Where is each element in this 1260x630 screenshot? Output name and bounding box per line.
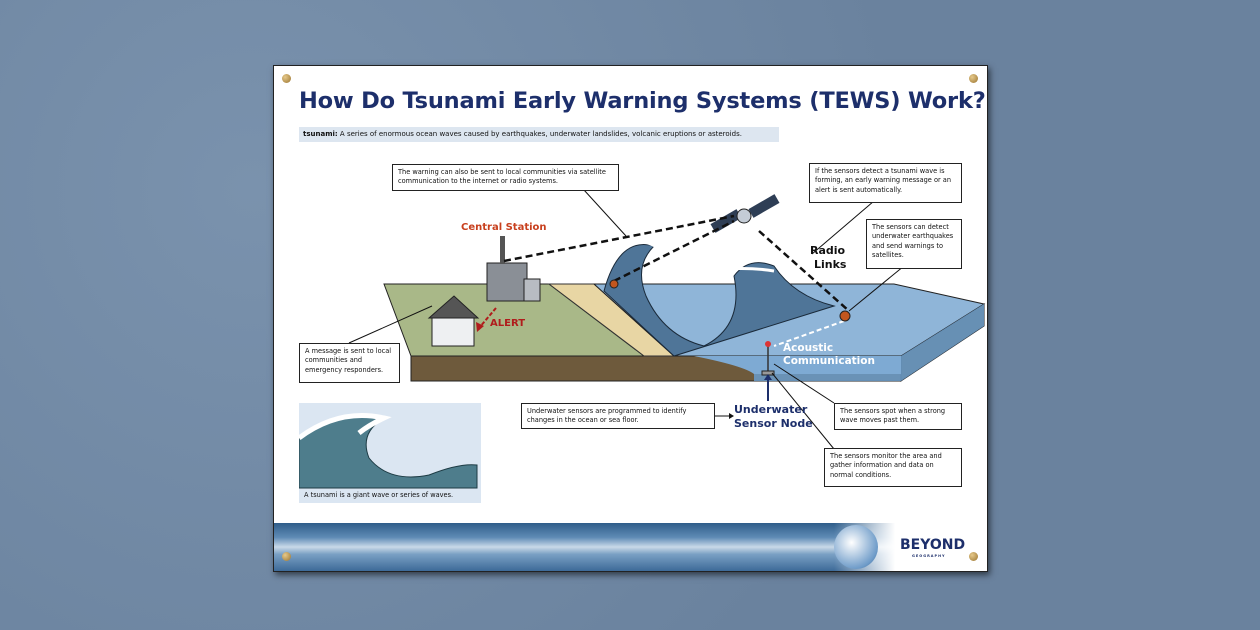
logo-subtext: GEOGRAPHY: [912, 554, 946, 558]
acoustic-label-1: Acoustic: [783, 342, 834, 354]
globe-icon: [834, 525, 878, 569]
poster-title: How Do Tsunami Early Warning Systems (TE…: [299, 88, 986, 114]
tews-diagram: [348, 189, 986, 450]
screw-icon: [969, 74, 978, 83]
definition-text: A series of enormous ocean waves caused …: [337, 130, 742, 138]
callout-satellite-warning: The warning can also be sent to local co…: [392, 164, 619, 191]
tews-poster: How Do Tsunami Early Warning Systems (TE…: [273, 65, 988, 572]
screw-icon: [282, 74, 291, 83]
definition-term: tsunami:: [303, 130, 338, 138]
callout-detect-earthquakes: The sensors can detect underwater earthq…: [866, 219, 962, 269]
screw-icon: [282, 552, 291, 561]
central-station-building: [486, 262, 528, 302]
wave-caption: A tsunami is a giant wave or series of w…: [304, 491, 454, 499]
callout-spot-wave: The sensors spot when a strong wave move…: [834, 403, 962, 430]
buoy-icon: [839, 310, 851, 322]
callout-monitor-area: The sensors monitor the area and gather …: [824, 448, 962, 487]
tsunami-wave-illustration: A tsunami is a giant wave or series of w…: [299, 403, 481, 503]
sensor-node-label-2: Sensor Node: [734, 417, 813, 430]
central-station-label: Central Station: [461, 222, 547, 233]
radio-links-label-1: Radio: [810, 244, 846, 257]
screw-icon: [969, 552, 978, 561]
satellite-icon: [710, 194, 780, 233]
callout-early-warning: If the sensors detect a tsunami wave is …: [809, 163, 962, 203]
callout-programmed: Underwater sensors are programmed to ide…: [521, 403, 715, 429]
logo-text: BEYOND: [900, 537, 966, 553]
antenna-icon: [500, 236, 505, 264]
sensor-node-label-1: Underwater: [734, 403, 808, 416]
buoy-icon: [609, 279, 619, 289]
acoustic-label-2: Communication: [783, 355, 875, 367]
radio-links-label-2: Links: [814, 258, 847, 271]
alert-label: ALERT: [490, 318, 526, 329]
callout-message-sent: A message is sent to local communities a…: [299, 343, 400, 383]
tsunami-definition: tsunami: A series of enormous ocean wave…: [299, 127, 779, 142]
logo-area: BEYOND GEOGRAPHY: [834, 523, 987, 571]
